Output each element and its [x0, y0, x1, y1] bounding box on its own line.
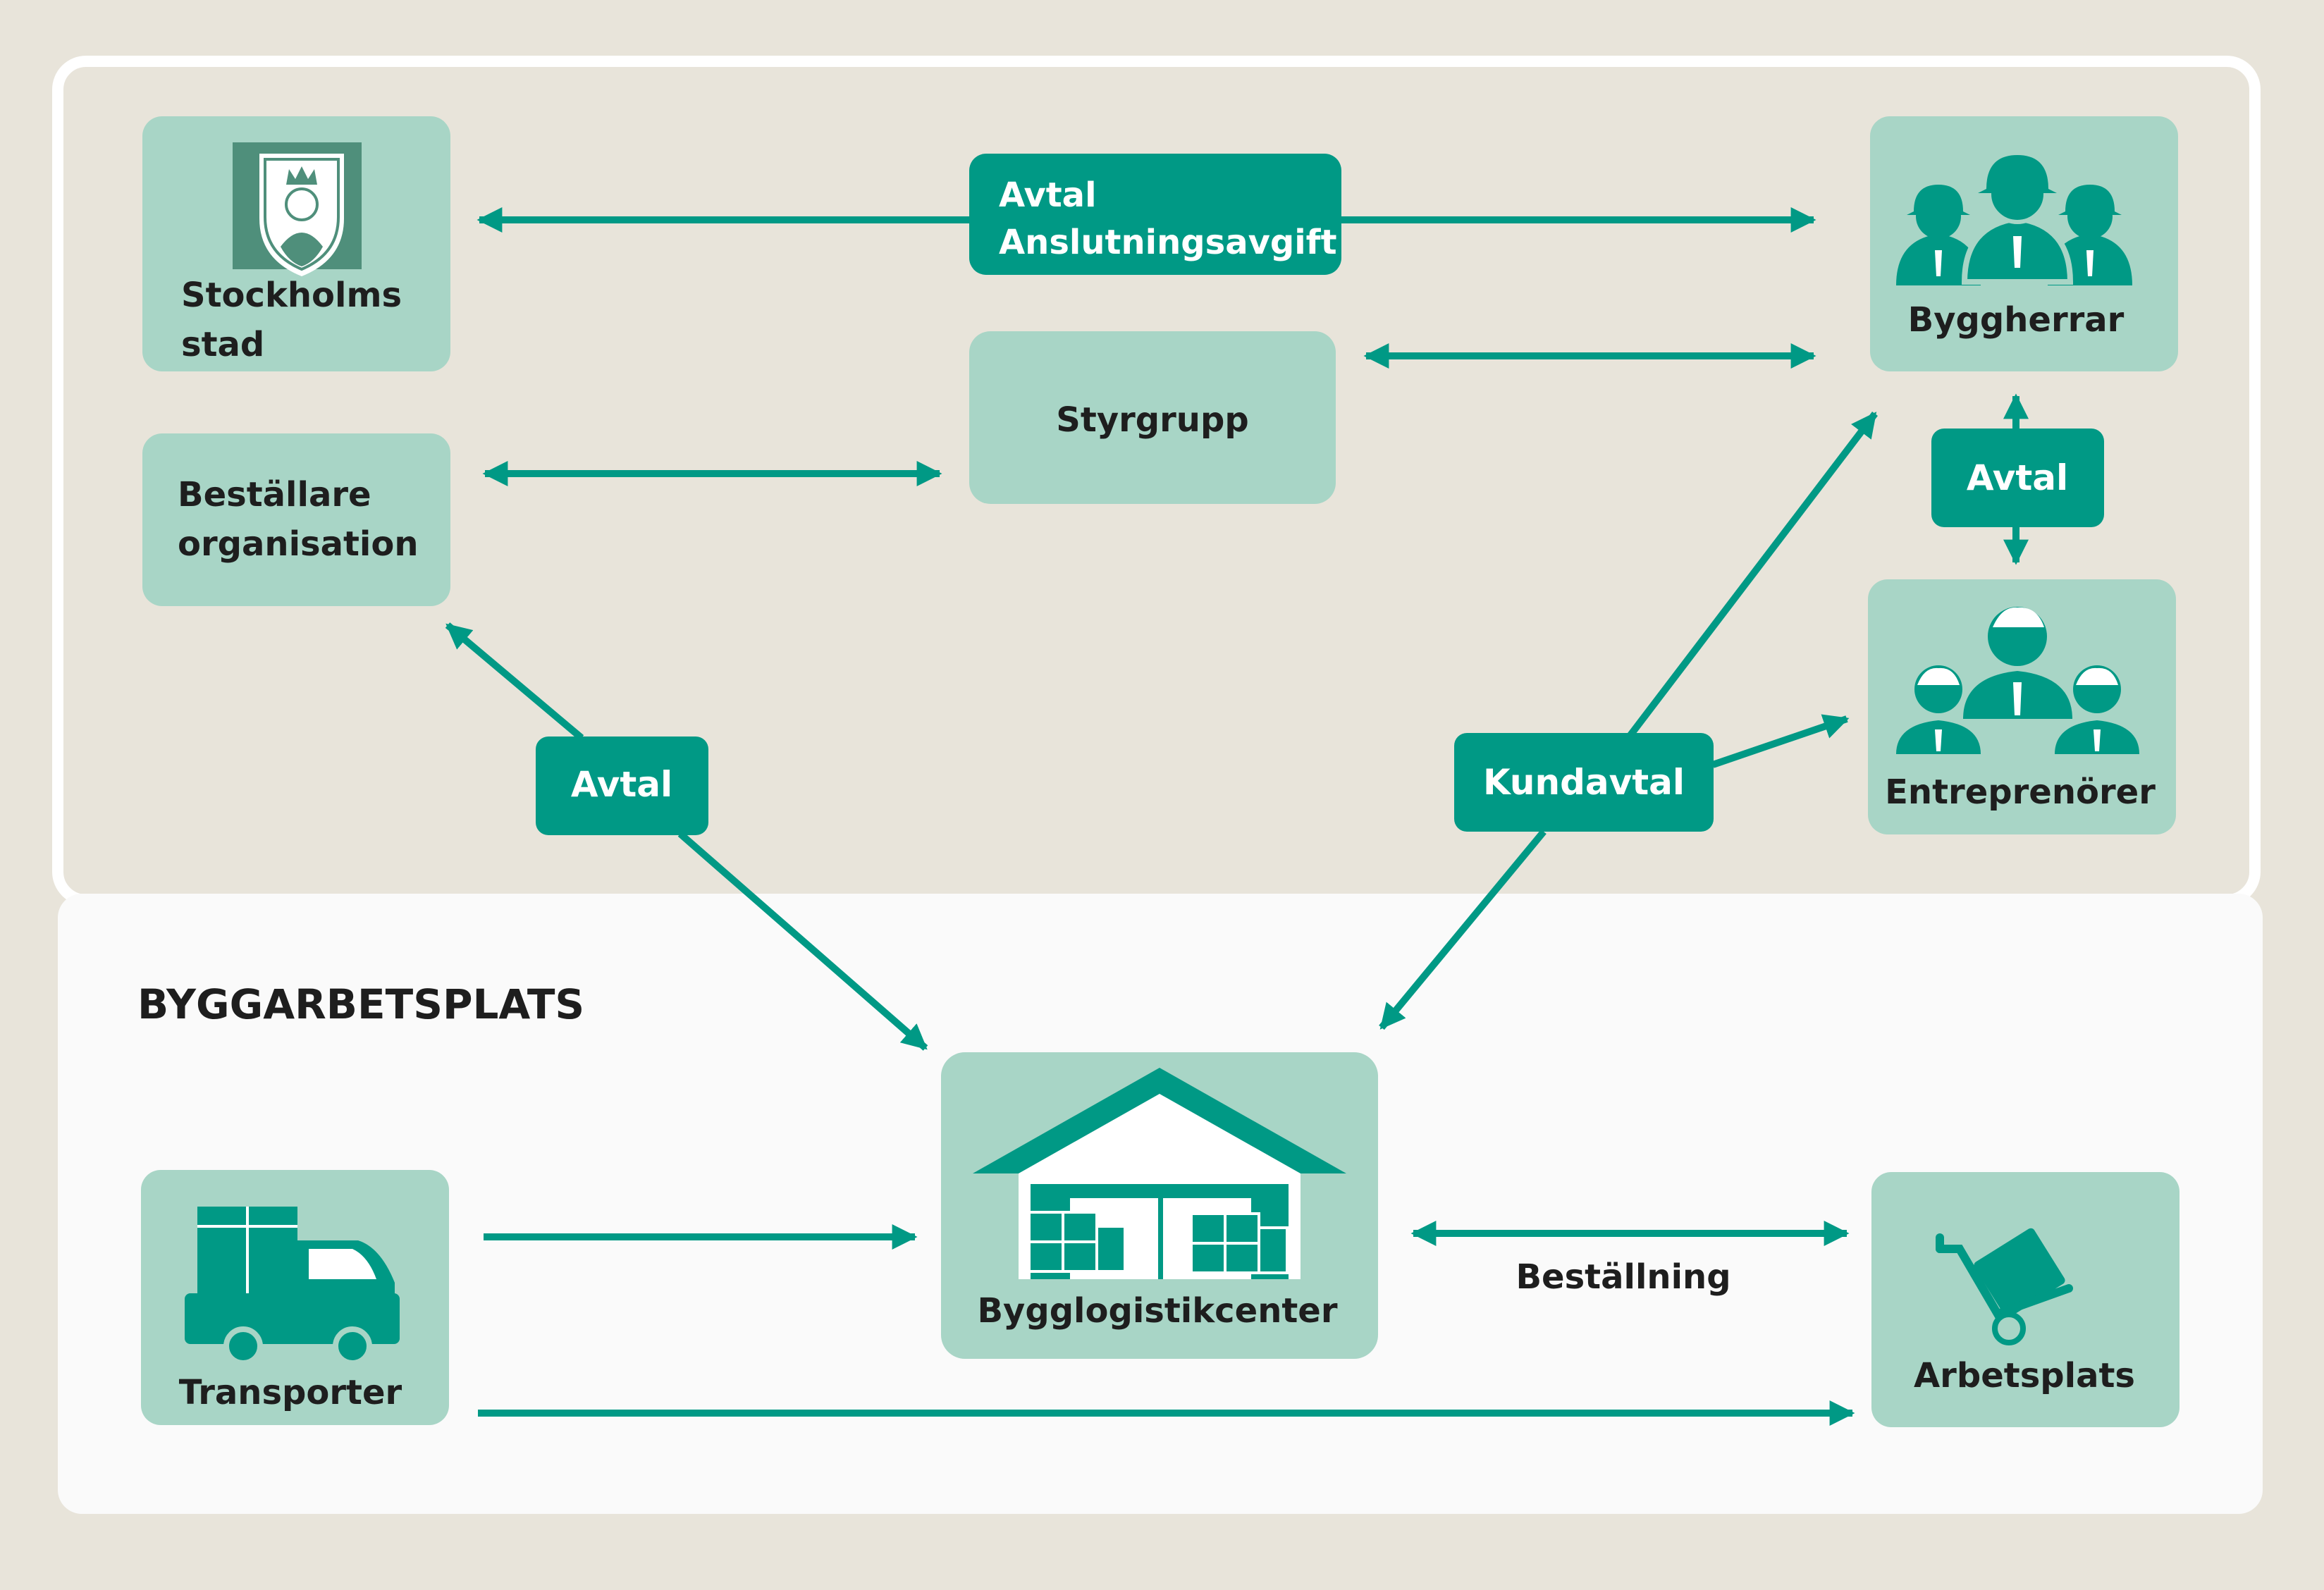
badge-avtal-anslutningsavgift: Avtal Anslutningsavgift	[969, 154, 1341, 275]
city-crest-icon	[233, 142, 362, 276]
node-transporter: Transporter	[141, 1170, 449, 1425]
node-bestallare-organisation: Beställare organisation	[142, 433, 450, 606]
byggherrar-label: Byggherrar	[1908, 300, 2125, 340]
badge-avtal-top-line2: Anslutningsavgift	[999, 223, 1337, 262]
badge-kundavtal-label: Kundavtal	[1483, 762, 1685, 803]
node-styrgrupp: Styrgrupp	[969, 331, 1336, 504]
warehouse-icon	[973, 1068, 1346, 1279]
node-bygglogistikcenter: Bygglogistikcenter	[941, 1052, 1378, 1359]
arrow-kundavtal-bygglogistik	[1379, 829, 1547, 1030]
hand-truck-icon	[1936, 1228, 2073, 1345]
bestallare-label-line2: organisation	[178, 524, 419, 564]
bestallare-label-line1: Beställare	[178, 475, 371, 514]
bestallning-label: Beställning	[1515, 1257, 1730, 1297]
truck-icon	[185, 1207, 400, 1366]
badge-avtal-right-label: Avtal	[1967, 457, 2068, 498]
badge-avtal-left-label: Avtal	[571, 764, 672, 805]
entreprenorer-label: Entreprenörer	[1885, 772, 2156, 812]
business-people-icon	[1896, 607, 2139, 754]
node-byggherrar: Byggherrar	[1870, 116, 2178, 371]
badge-avtal-top-line1: Avtal	[999, 175, 1097, 215]
node-stockholms-stad: Stockholms stad	[142, 116, 450, 371]
badge-avtal-right: Avtal	[1931, 429, 2104, 527]
badge-kundavtal: Kundavtal	[1454, 733, 1714, 832]
transporter-label: Transporter	[179, 1373, 402, 1412]
arbetsplats-label: Arbetsplats	[1914, 1356, 2135, 1395]
node-arbetsplats: Arbetsplats	[1871, 1172, 2179, 1427]
stockholm-label-line2: stad	[181, 325, 264, 364]
arrow-avtal-bestallare	[445, 622, 584, 741]
badge-avtal-left: Avtal	[536, 737, 708, 835]
arrow-kundavtal-entreprenorer	[1711, 714, 1850, 768]
stockholm-label-line1: Stockholms	[181, 276, 402, 315]
hard-hat-people-icon	[1896, 155, 2132, 285]
arrow-avtal-bygglogistik	[677, 831, 928, 1051]
node-entreprenorer: Entreprenörer	[1868, 579, 2176, 834]
styrgrupp-label: Styrgrupp	[1056, 400, 1248, 440]
bygglogistikcenter-label: Bygglogistikcenter	[977, 1291, 1337, 1331]
arrow-kundavtal-byggherrar	[1625, 411, 1878, 741]
section-title: BYGGARBETSPLATS	[137, 980, 584, 1028]
